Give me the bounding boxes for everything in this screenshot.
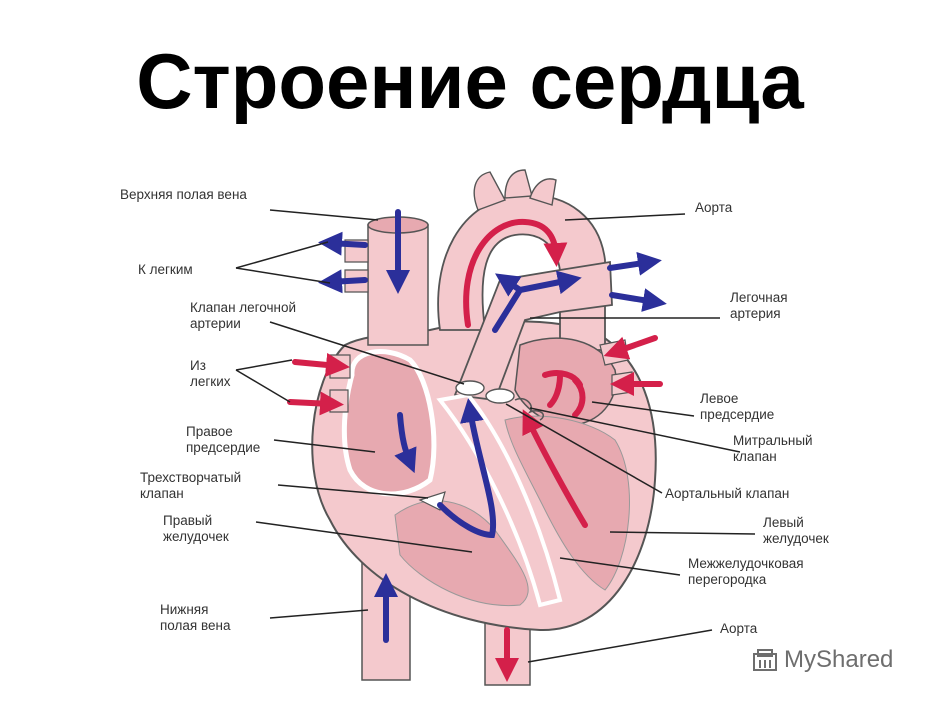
label-inferior-vena-cava: Нижняя полая вена: [160, 602, 231, 633]
right-atrium: [341, 349, 437, 497]
label-aorta-top: Аорта: [695, 200, 733, 215]
left-ventricle: [504, 415, 630, 591]
label-left-ventricle: Левый желудочек: [763, 515, 829, 546]
label-septum: Межжелудочковая перегородка: [688, 556, 804, 587]
label-superior-vena-cava: Верхняя полая вена: [120, 187, 247, 202]
label-pulmonary-artery: Легочная артерия: [730, 290, 788, 321]
watermark-text: MyShared: [784, 646, 894, 673]
right-ventricle: [394, 500, 529, 607]
label-right-ventricle: Правый желудочек: [163, 513, 229, 544]
page-title: Строение сердца: [136, 37, 804, 125]
label-pulmonary-valve: Клапан легочной артерии: [190, 300, 297, 331]
label-tricuspid-valve: Трехстворчатый клапан: [140, 470, 242, 501]
label-mitral-valve: Митральный клапан: [733, 433, 813, 464]
label-aortic-valve: Аортальный клапан: [665, 486, 790, 501]
aortic-valve: [485, 388, 515, 404]
label-right-atrium: Правое предсердие: [186, 424, 261, 455]
myshared-logo-icon: [753, 649, 777, 671]
label-to-lungs: К легким: [138, 262, 193, 277]
label-from-lungs: Из легких: [190, 358, 231, 389]
pulmonary-valve: [455, 380, 485, 396]
label-left-atrium: Левое предсердие: [700, 391, 775, 422]
label-aorta-bottom: Аорта: [720, 621, 758, 636]
